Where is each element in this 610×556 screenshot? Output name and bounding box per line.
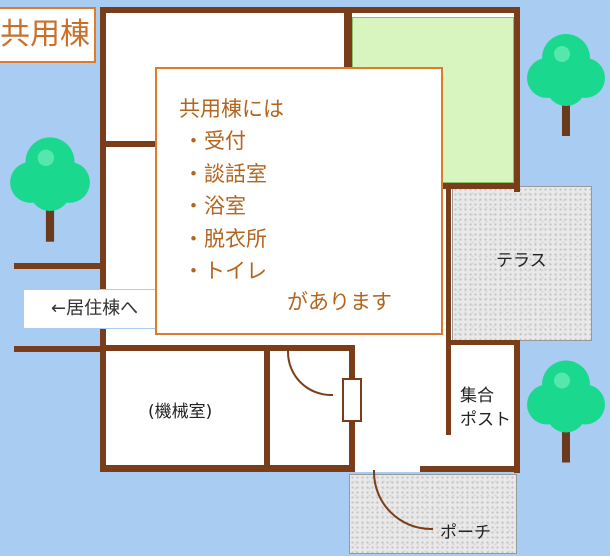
wall [514, 7, 520, 192]
porch-label: ポーチ [440, 523, 491, 543]
tree-icon [10, 137, 90, 242]
tree-icon [527, 360, 605, 463]
mailbox-label-line1: 集合 [460, 386, 494, 406]
facility-item: 談話室 [183, 158, 267, 191]
info-callout: 共用棟には 受付 談話室 浴室 脱衣所 トイレ があります [155, 67, 443, 335]
callout-footer: があります [287, 290, 392, 314]
wall [100, 465, 350, 472]
wall [100, 7, 106, 472]
mailbox-label-line2: ポスト [460, 410, 511, 430]
corridor-wall [14, 263, 106, 269]
shoe-cabinet [342, 378, 362, 422]
wall [100, 345, 355, 351]
wall [446, 183, 451, 343]
wall [446, 340, 451, 435]
tree-icon [527, 34, 605, 136]
machine-room-label: (機械室) [148, 402, 213, 422]
terrace [452, 186, 592, 341]
wall [106, 141, 156, 147]
facility-item: 脱衣所 [183, 223, 267, 256]
terrace-label: テラス [496, 251, 547, 271]
corridor-wall [14, 346, 106, 352]
wall [514, 340, 520, 473]
wall [446, 340, 520, 345]
facility-item: トイレ [183, 255, 267, 288]
wall [420, 466, 520, 472]
facility-item: 浴室 [183, 190, 267, 223]
facility-item: 受付 [183, 125, 267, 158]
building-title: 共用棟 [0, 7, 96, 63]
passage-sign: ←居住棟へ [23, 289, 156, 329]
callout-heading: 共用棟には [179, 97, 284, 121]
wall [100, 7, 520, 13]
mailbox-label: 集合 ポスト [460, 384, 511, 432]
facility-list: 受付 談話室 浴室 脱衣所 トイレ [183, 125, 267, 288]
wall [264, 345, 270, 472]
